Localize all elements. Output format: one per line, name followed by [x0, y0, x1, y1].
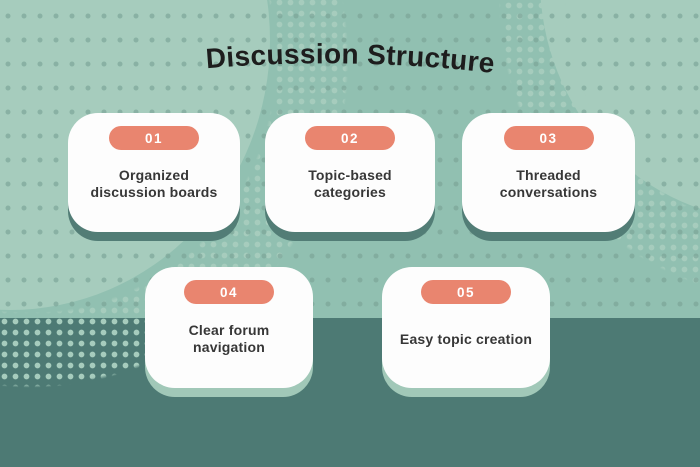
step-number: 02 [340, 130, 360, 146]
card-topic-based-categories: 02 Topic-based categories [265, 113, 435, 232]
card-clear-forum-navigation: 04 Clear forum navigation [145, 267, 313, 388]
step-number: 03 [539, 130, 558, 146]
card-label: Threaded conversations [499, 167, 598, 200]
card-label: Easy topic creation [399, 330, 533, 347]
card-easy-topic-creation: 05 Easy topic creation [382, 267, 550, 388]
page-title-text: Discussion Structure [205, 38, 497, 79]
card-label: Topic-based categories [308, 167, 392, 200]
step-badge: 02 [305, 126, 395, 150]
card-label: Organized discussion boards [90, 167, 218, 200]
step-number: 01 [144, 130, 164, 146]
card-organized-discussion-boards: 01 Organized discussion boards [68, 113, 240, 232]
step-badge: 05 [421, 280, 511, 304]
step-badge: 03 [503, 126, 594, 150]
svg-text:Discussion Structure: Discussion Structure [205, 38, 497, 79]
step-badge: 01 [109, 126, 199, 150]
step-badge: 04 [184, 280, 274, 304]
page-title: Discussion Structure [205, 38, 497, 79]
step-number: 05 [456, 284, 476, 300]
card-label: Clear forum navigation [188, 322, 270, 355]
step-number: 04 [219, 284, 239, 300]
card-threaded-conversations: 03 Threaded conversations [462, 113, 635, 232]
